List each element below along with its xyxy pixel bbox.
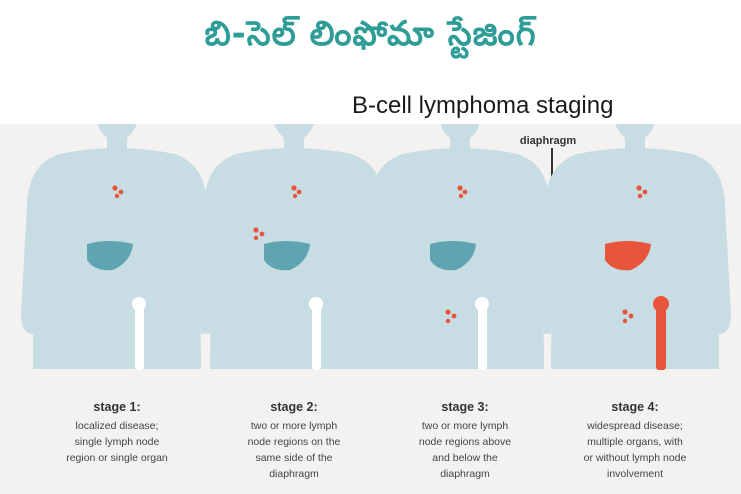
figure-stage-1	[21, 124, 213, 370]
stage-4-desc: widespread disease; multiple organs, wit…	[583, 420, 687, 480]
figure-stage-4	[539, 124, 731, 370]
title-english: B-cell lymphoma staging	[352, 92, 614, 119]
stage-1-desc: localized disease; single lymph node reg…	[66, 420, 168, 464]
stage-4-title: stage 4:	[611, 400, 659, 414]
stage-2-title: stage 2:	[270, 400, 318, 414]
figure-stage-2	[198, 124, 390, 370]
stage-2-desc: two or more lymph node regions on the sa…	[247, 420, 341, 480]
title-telugu: బి-సెల్ లింఫోమా స్టేజింగ్	[204, 14, 537, 54]
stage-3-title: stage 3:	[441, 400, 489, 414]
diaphragm-label: diaphragm	[520, 135, 576, 147]
figure-stage-3	[364, 124, 556, 370]
staging-figures: diaphragm	[21, 124, 731, 370]
stage-3-desc: two or more lymph node regions above and…	[418, 420, 512, 480]
stage-1-title: stage 1:	[93, 400, 141, 414]
